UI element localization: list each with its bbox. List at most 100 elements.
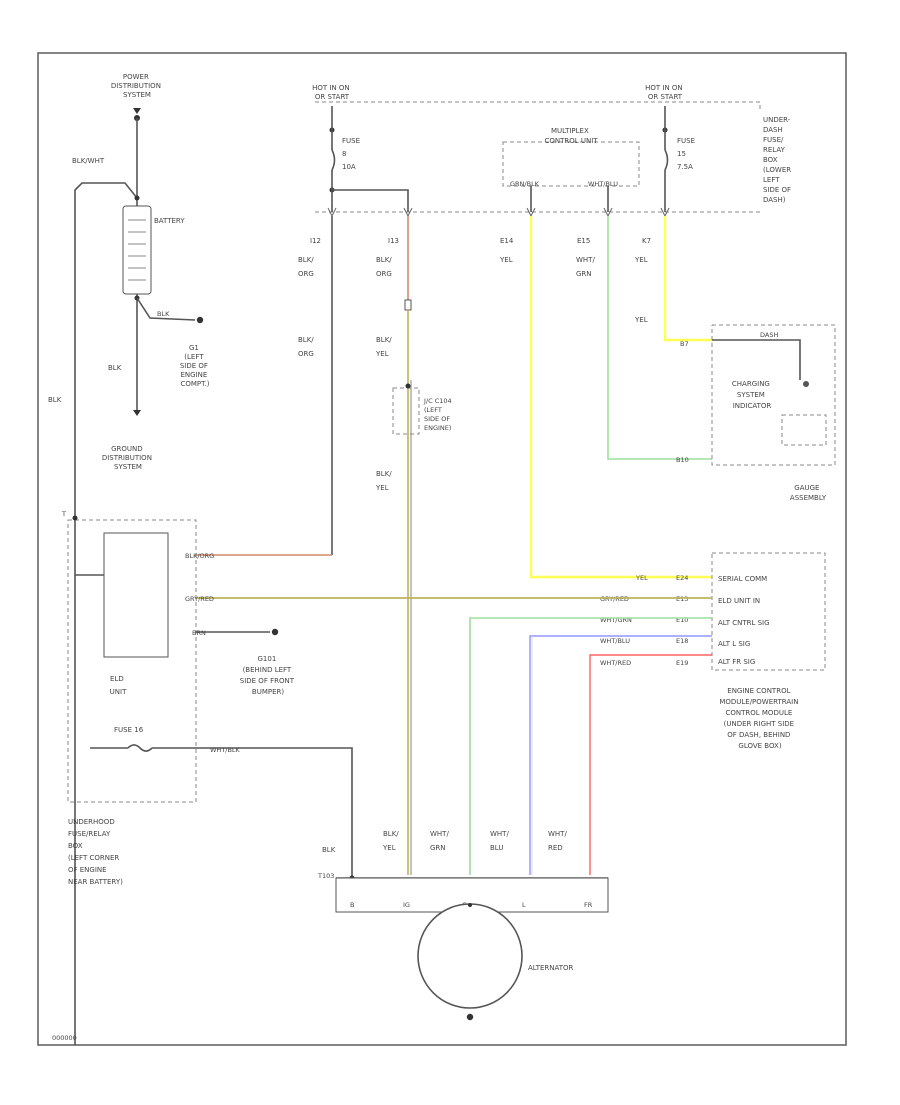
connector-label: I13 <box>388 237 399 245</box>
wire-label: BLK/ YEL <box>375 470 394 492</box>
ground-icon <box>466 1013 474 1021</box>
wht-blu-alt-l-wire <box>529 635 712 875</box>
gauge-assembly-box <box>711 324 836 466</box>
g1-ground-wire <box>136 297 196 321</box>
underhood-label: UNDERHOOD FUSE/RELAY BOX (LEFT CORNER OF… <box>68 818 123 886</box>
wire-label: YEL <box>499 256 513 264</box>
splice-dot <box>468 903 472 907</box>
blk-ground-wire <box>74 182 138 1045</box>
fuse16-symbol <box>127 744 153 752</box>
battery-label: BATTERY <box>154 217 185 225</box>
wire-label: GRY/RED <box>600 595 629 603</box>
wht-red-alt-fr-wire <box>589 654 712 875</box>
multiplex-control-unit <box>502 141 640 187</box>
junction-connector-c104 <box>392 387 420 435</box>
wire-label: BLK/ORG <box>185 552 214 560</box>
ecm-box <box>711 552 826 671</box>
wht-grn-alt-control-wire <box>469 617 712 875</box>
splice-dot <box>72 515 78 521</box>
pin-label: GRN/BLK <box>510 180 540 188</box>
arrow-down-icon <box>133 108 141 114</box>
splice-dot <box>134 195 140 201</box>
fuse15-symbol <box>664 149 669 171</box>
g1-label: G1 (LEFT SIDE OF ENGINE COMPT.) <box>180 344 210 388</box>
wire-label: WHT/ GRN <box>576 256 597 278</box>
wire-label: WHT/RED <box>600 659 631 667</box>
pin-label: E13 <box>676 595 688 603</box>
pin-label: T <box>61 510 66 518</box>
inline-connector <box>404 299 412 311</box>
eld-unit <box>103 532 169 658</box>
pin-label: DASH <box>760 331 778 339</box>
wire-label: BLK/ YEL <box>375 336 394 358</box>
ground-icon <box>196 316 204 324</box>
pin-label: E19 <box>676 659 688 667</box>
wire-label: GRY/RED <box>185 595 214 603</box>
battery-symbol <box>122 205 152 295</box>
underhood-fuse-relay-box <box>67 519 197 803</box>
wire-label: YEL <box>634 316 648 324</box>
wire-label: BLK <box>108 364 122 372</box>
ground-distribution-label: GROUND DISTRIBUTION SYSTEM <box>102 445 154 471</box>
hot-label-left: HOT IN ON OR START <box>312 84 352 101</box>
indicator-feed <box>712 339 801 380</box>
alternator-symbol <box>417 903 523 1009</box>
wire-label: BLK <box>322 846 336 854</box>
fuse16-to-alternator <box>152 747 353 878</box>
jc-c104-label: J/C C104 (LEFT SIDE OF ENGINE) <box>423 397 454 432</box>
wire-label: WHT/GRN <box>600 616 632 624</box>
splice-dot <box>405 383 411 389</box>
under-dash-box-top <box>315 101 761 110</box>
connector-label: I12 <box>310 237 321 245</box>
wire-label: BLK/WHT <box>72 157 105 165</box>
pin-label: B7 <box>680 340 689 348</box>
eld-unit-label: ELD UNIT <box>110 675 127 696</box>
connector-label: K7 <box>642 237 651 245</box>
connector-label: T103 <box>317 872 334 880</box>
pin-label: WHT/BLU <box>588 180 618 188</box>
wire-label: YEL <box>635 574 648 582</box>
k7-yellow-wire <box>663 216 712 342</box>
alternator-label: ALTERNATOR <box>528 964 574 972</box>
ground-icon <box>271 628 279 636</box>
ecm-description: ENGINE CONTROL MODULE/POWERTRAIN CONTROL… <box>719 687 800 750</box>
connector-label: E14 <box>500 237 514 245</box>
wire-label: WHT/ GRN <box>430 830 451 852</box>
wire-label: BLK/ ORG <box>298 336 316 358</box>
wire-label: YEL <box>634 256 648 264</box>
fuse16-label: FUSE 16 <box>114 726 144 734</box>
charging-indicator-label: CHARGING SYSTEM INDICATOR <box>732 380 772 410</box>
e15-green-wire <box>607 216 712 460</box>
wire-label: WHT/BLU <box>600 637 630 645</box>
multiplex-label: MULTIPLEX CONTROL UNIT <box>544 127 598 145</box>
pin-label: E18 <box>676 637 688 645</box>
fuse8-to-i13 <box>332 189 409 212</box>
fuse8-symbol <box>331 149 336 171</box>
gauge-assembly-label: GAUGE ASSEMBLY <box>790 484 827 502</box>
hot-label-right: HOT IN ON OR START <box>645 84 685 101</box>
arrow-down-icon <box>133 410 141 416</box>
indicator-bulb-icon <box>803 381 809 387</box>
wire-label: BLK <box>48 396 62 404</box>
ecm-pin-labels: SERIAL COMM ELD UNIT IN ALT CNTRL SIG AL… <box>718 575 772 666</box>
pin-label: B10 <box>676 456 689 464</box>
e14-yellow-wire <box>529 216 712 579</box>
fuse15-label: FUSE 15 7.5A <box>677 137 697 171</box>
wire-label: WHT/ BLU <box>490 830 511 852</box>
wire-label: BLK/ YEL <box>382 830 401 852</box>
battery-cells <box>128 219 146 281</box>
wire-label: BRN <box>192 629 206 637</box>
wire-label: BLK <box>157 310 170 318</box>
power-distribution-label: POWER DISTRIBUTION SYSTEM <box>111 73 163 99</box>
wire-label: BLK/ ORG <box>298 256 316 278</box>
connector-label: E15 <box>577 237 590 245</box>
pin-label: E10 <box>676 616 688 624</box>
g101-label: G101 (BEHIND LEFT SIDE OF FRONT BUMPER) <box>240 655 296 696</box>
wire-label: WHT/BLK <box>210 746 241 754</box>
wire-label: BLK/ ORG <box>376 256 394 278</box>
indicator-module <box>781 414 827 446</box>
pin-label: E24 <box>676 574 688 582</box>
under-dash-label: UNDER- DASH FUSE/ RELAY BOX (LOWER LEFT … <box>763 116 793 204</box>
